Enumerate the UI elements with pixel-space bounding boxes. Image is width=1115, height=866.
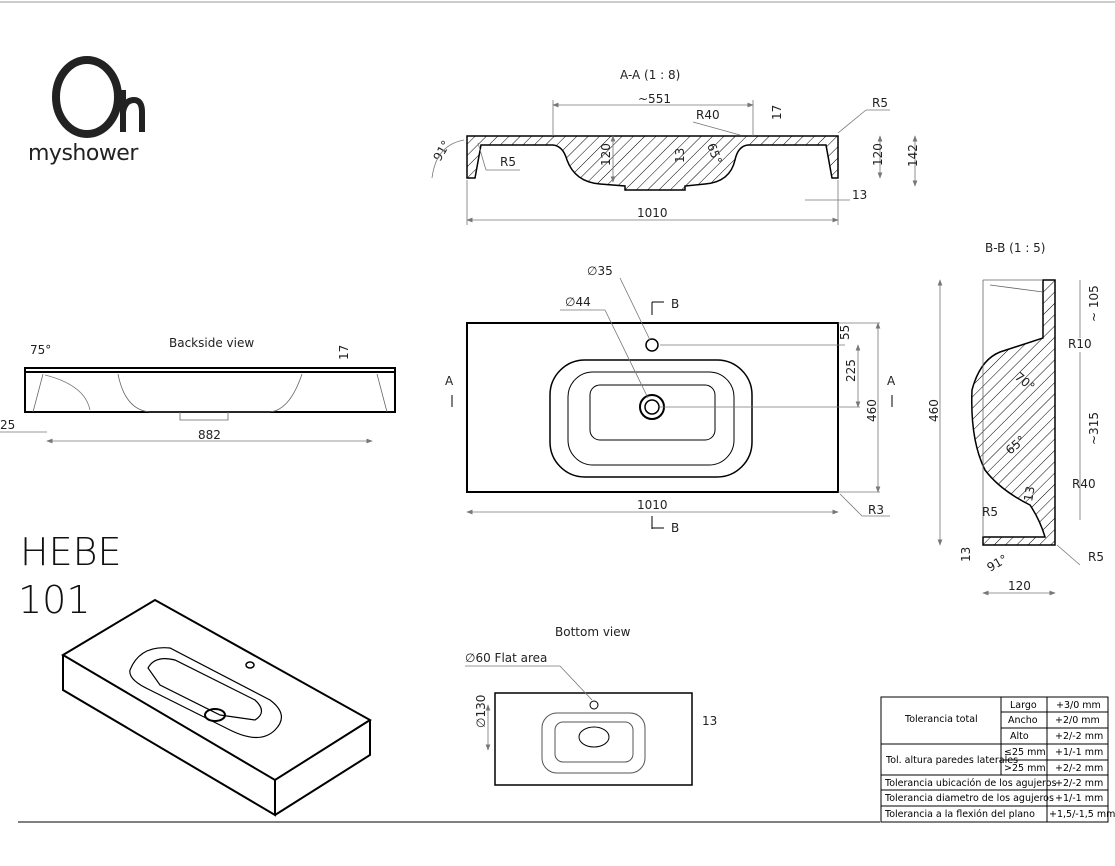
- bottom-view-title: Bottom view: [555, 625, 631, 639]
- dim-angle-75: 75°: [30, 343, 51, 357]
- dim-r5-top: R5: [872, 96, 888, 110]
- dim-flat-area: ∅60 Flat area: [465, 651, 547, 665]
- dim-120: 120: [871, 143, 885, 166]
- section-bb-profile: [971, 279, 1056, 546]
- section-marker-b-top: B: [671, 297, 679, 311]
- tolerance-value: +2/0 mm: [1055, 715, 1100, 726]
- dim-225: 225: [844, 359, 858, 382]
- tolerance-sub-largo: Largo: [1010, 700, 1037, 711]
- dim-r40: R40: [696, 108, 720, 122]
- isometric-view: [61, 598, 372, 817]
- tolerance-value: +1,5/-1,5 mm: [1049, 809, 1115, 820]
- dim-13-bb: 13: [1021, 485, 1037, 502]
- tolerance-group-hole-diameter: Tolerancia diametro de los agujeros: [884, 793, 1054, 804]
- dim-55: 55: [838, 325, 852, 340]
- dim-25: 25: [0, 418, 15, 432]
- dim-13-bottom-bb: 13: [959, 547, 973, 562]
- dim-r40-bb: R40: [1072, 477, 1096, 491]
- myshower-logo: myshower: [28, 56, 145, 166]
- backside-view-title: Backside view: [169, 336, 254, 350]
- dim-1010-plan: 1010: [637, 498, 668, 512]
- dim-1010: 1010: [637, 206, 668, 220]
- backside-view: Backside view 75° 17 25 882: [0, 336, 396, 444]
- product-model: 101: [18, 578, 91, 622]
- tolerance-group-hole-location: Tolerancia ubicación de los agujeros: [884, 778, 1057, 789]
- section-bb: B-B (1 : 5) 460 ~ 105 R10 70° ~315 65° 1…: [927, 241, 1104, 596]
- dim-120-bb: 120: [1008, 579, 1031, 593]
- tolerance-group-walls: Tol. altura paredes laterales: [885, 755, 1018, 766]
- dim-460: 460: [865, 399, 879, 422]
- dim-882: 882: [198, 428, 221, 442]
- tolerance-value: +2/-2 mm: [1055, 778, 1103, 789]
- dim-r5-left-bb: R5: [982, 505, 998, 519]
- section-bb-title: B-B (1 : 5): [985, 241, 1046, 255]
- section-aa-title: A-A (1 : 8): [620, 68, 680, 82]
- bottom-view: Bottom view ∅60 Flat area ∅130 13: [465, 625, 717, 786]
- section-aa-profile: [466, 135, 839, 191]
- dim-r10: R10: [1068, 337, 1092, 351]
- tolerance-group-total: Tolerancia total: [904, 714, 978, 725]
- tolerance-value: +3/0 mm: [1056, 700, 1101, 711]
- dim-120-inner: 120: [599, 143, 613, 166]
- tolerance-sub-le25: ≤25 mm: [1004, 747, 1046, 758]
- dim-105: ~ 105: [1087, 285, 1101, 322]
- section-marker-b-bottom: B: [671, 521, 679, 535]
- dim-13-side: 13: [852, 188, 867, 202]
- section-aa: A-A (1 : 8) ~551 R40 17 R5 91° R5 120 13…: [430, 68, 920, 225]
- dim-angle-91: 91°: [430, 138, 453, 163]
- dim-142: 142: [906, 144, 920, 167]
- dim-551: ~551: [638, 92, 671, 106]
- tolerance-value: +1/-1 mm: [1055, 793, 1103, 804]
- tolerance-value: +2/-2 mm: [1055, 731, 1103, 742]
- plan-view: ∅35 ∅44 B B A A 55 225 460 1010 R3: [445, 264, 896, 535]
- dim-460-bb: 460: [927, 399, 941, 422]
- tolerance-sub-alto: Alto: [1010, 731, 1029, 742]
- dim-angle-65: 65°: [704, 141, 724, 166]
- dim-d44: ∅44: [565, 295, 591, 309]
- tolerance-group-flexion: Tolerancia a la flexión del plano: [884, 809, 1035, 820]
- tolerance-sub-gt25: >25 mm: [1004, 763, 1046, 774]
- dim-13-bottom: 13: [702, 714, 717, 728]
- dim-17-back: 17: [337, 345, 351, 360]
- tolerance-table: Tolerancia total Tol. altura paredes lat…: [880, 696, 1115, 823]
- dim-angle-91-bb: 91°: [985, 552, 1010, 575]
- tolerance-value: +2/-2 mm: [1055, 763, 1103, 774]
- dim-13: 13: [673, 148, 687, 163]
- tolerance-sub-ancho: Ancho: [1008, 715, 1038, 726]
- section-marker-a-right: A: [887, 374, 896, 388]
- dim-17: 17: [770, 105, 784, 120]
- tolerance-value: +1/-1 mm: [1055, 747, 1103, 758]
- dim-r5-left: R5: [500, 155, 516, 169]
- dim-r5-right-bb: R5: [1088, 550, 1104, 564]
- dim-r3: R3: [868, 503, 884, 517]
- dim-315: ~315: [1087, 412, 1101, 445]
- dim-d130: ∅130: [474, 695, 488, 728]
- logo-text: myshower: [28, 141, 139, 166]
- section-marker-a-left: A: [445, 374, 454, 388]
- product-name: HEBE: [20, 530, 121, 574]
- dim-d35: ∅35: [587, 264, 613, 278]
